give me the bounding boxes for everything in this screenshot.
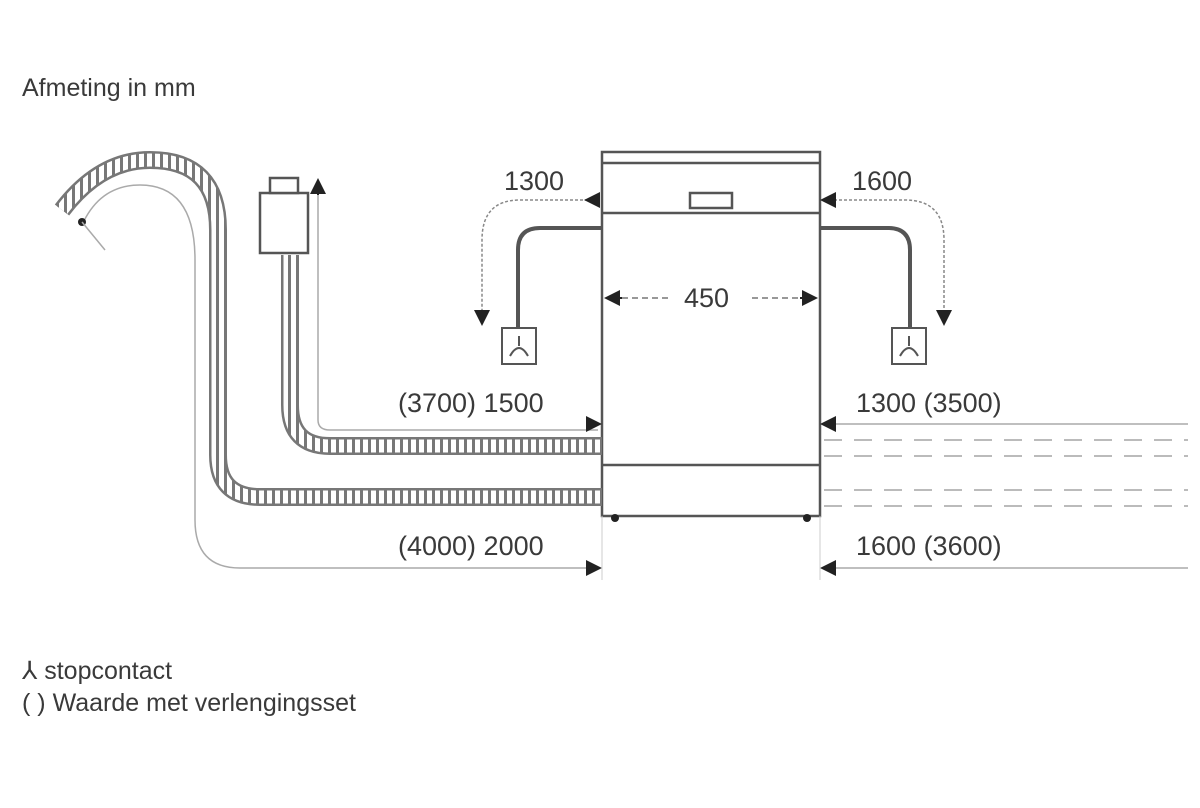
legend-socket: ⅄ stopcontact bbox=[22, 656, 172, 686]
drain-hose bbox=[258, 176, 602, 455]
tap-right-icon bbox=[891, 327, 927, 365]
dishwasher-body bbox=[600, 150, 822, 518]
legend-extension-label: Waarde met verlengingsset bbox=[52, 689, 356, 717]
dim-width: 450 bbox=[684, 283, 730, 313]
supply-hose bbox=[54, 150, 602, 506]
dim-inlet-right: 1600 bbox=[852, 166, 913, 196]
parentheses-icon: ( ) bbox=[22, 689, 46, 717]
dim-drain-left: (3700) 1500 bbox=[398, 388, 544, 418]
dashed-hose-extension bbox=[824, 439, 1188, 507]
foot-right bbox=[803, 514, 811, 522]
water-inlet-left bbox=[516, 226, 602, 328]
hose-dim-line bbox=[81, 184, 598, 569]
socket-icon: ⅄ bbox=[22, 657, 38, 685]
siphon-connector bbox=[258, 191, 310, 255]
water-inlet-right bbox=[820, 226, 912, 328]
legend-extension: ( ) Waarde met verlengingsset bbox=[22, 689, 356, 718]
control-panel bbox=[688, 191, 734, 210]
foot-left bbox=[611, 514, 619, 522]
diagram-title: Afmeting in mm bbox=[22, 74, 196, 102]
inlet-right-arrow bbox=[824, 199, 945, 322]
dim-drain-right: 1300 (3500) bbox=[856, 388, 1002, 418]
dim-power-left: (4000) 2000 bbox=[398, 531, 544, 561]
tap-left-icon bbox=[501, 327, 537, 365]
dim-inlet-left: 1300 bbox=[504, 166, 565, 196]
dim-power-right: 1600 (3600) bbox=[856, 531, 1002, 561]
legend-socket-label: stopcontact bbox=[44, 657, 173, 685]
drain-dim-line bbox=[317, 190, 598, 431]
inlet-left-arrow bbox=[481, 199, 598, 322]
